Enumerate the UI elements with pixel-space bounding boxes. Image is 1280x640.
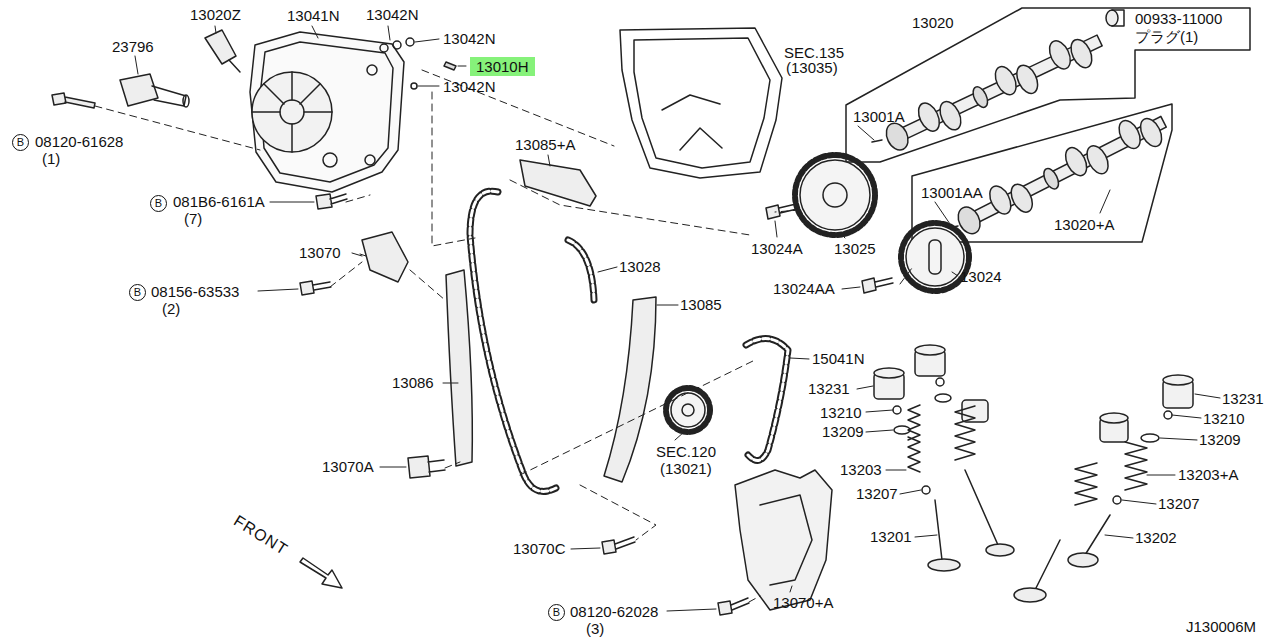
- callout-number: 081B6-6161A: [173, 193, 265, 210]
- bolt-symbol: B: [129, 284, 146, 301]
- callout-number: 13085: [680, 296, 722, 313]
- callout-number: 00933-11000: [1135, 10, 1222, 27]
- callout-number: 23796: [112, 38, 154, 55]
- callout-number: 08120-62028: [570, 603, 658, 620]
- callout-number: 13207: [856, 485, 898, 502]
- callout-number: 15041N: [812, 350, 865, 367]
- bolt-symbol: B: [150, 195, 167, 212]
- callout-number: 13001AA: [921, 184, 983, 201]
- callout-number: 13041N: [287, 7, 340, 24]
- callout-number: 13209: [822, 423, 864, 440]
- callout-number: SEC.120: [656, 443, 716, 460]
- callout-number: 13207: [1158, 495, 1200, 512]
- callout-number: 13070: [299, 244, 341, 261]
- callout-number: (7): [184, 210, 202, 227]
- callout-number: (2): [162, 300, 180, 317]
- bolt-symbol: B: [12, 134, 29, 151]
- callout-number: 13042N: [366, 6, 419, 23]
- callout-number: 13024A: [751, 240, 803, 257]
- callout-number: 13210: [820, 404, 862, 421]
- callout-number: 13086: [392, 374, 434, 391]
- bolt-symbol: B: [548, 604, 565, 621]
- callout-number: (3): [586, 620, 604, 637]
- callout-number: 13001A: [853, 108, 905, 125]
- callout-number: 13042N: [443, 78, 496, 95]
- callout-number: 13070A: [322, 458, 374, 475]
- callout-number: 13070+A: [773, 594, 833, 611]
- callout-number: 13202: [1135, 529, 1177, 546]
- callout-number: J130006M: [1186, 618, 1256, 635]
- callout-number: 13210: [1203, 410, 1245, 427]
- callout-number: 13203: [840, 461, 882, 478]
- callout-number: 08120-61628: [35, 133, 123, 150]
- callout-number: (13035): [786, 59, 838, 76]
- callout-number: 13020+A: [1054, 216, 1114, 233]
- callout-number: 13020: [912, 14, 954, 31]
- callout-number: 13203+A: [1178, 466, 1238, 483]
- callout-number: 13028: [619, 258, 661, 275]
- callout-number: 08156-63533: [151, 283, 239, 300]
- direction-label: FRONT: [231, 512, 291, 558]
- callout-number: 13025: [834, 240, 876, 257]
- callout-number: 13209: [1199, 431, 1241, 448]
- callout-number: 13024: [960, 268, 1002, 285]
- callout-number: 13042N: [443, 30, 496, 47]
- callout-number: 13231: [1222, 390, 1264, 407]
- callout-number: 13070C: [513, 540, 566, 557]
- callout-number: 13020Z: [190, 6, 241, 23]
- callout-number: (13021): [660, 460, 712, 477]
- callout-number: SEC.135: [784, 44, 844, 61]
- callout-number: (1): [42, 150, 60, 167]
- callout-number: 13085+A: [515, 136, 575, 153]
- callout-number: プラグ(1): [1135, 28, 1198, 45]
- callout-number: 13010H: [470, 57, 535, 76]
- callout-number: 13231: [808, 380, 850, 397]
- callout-number: 13024AA: [773, 280, 835, 297]
- callout-number: 13201: [870, 528, 912, 545]
